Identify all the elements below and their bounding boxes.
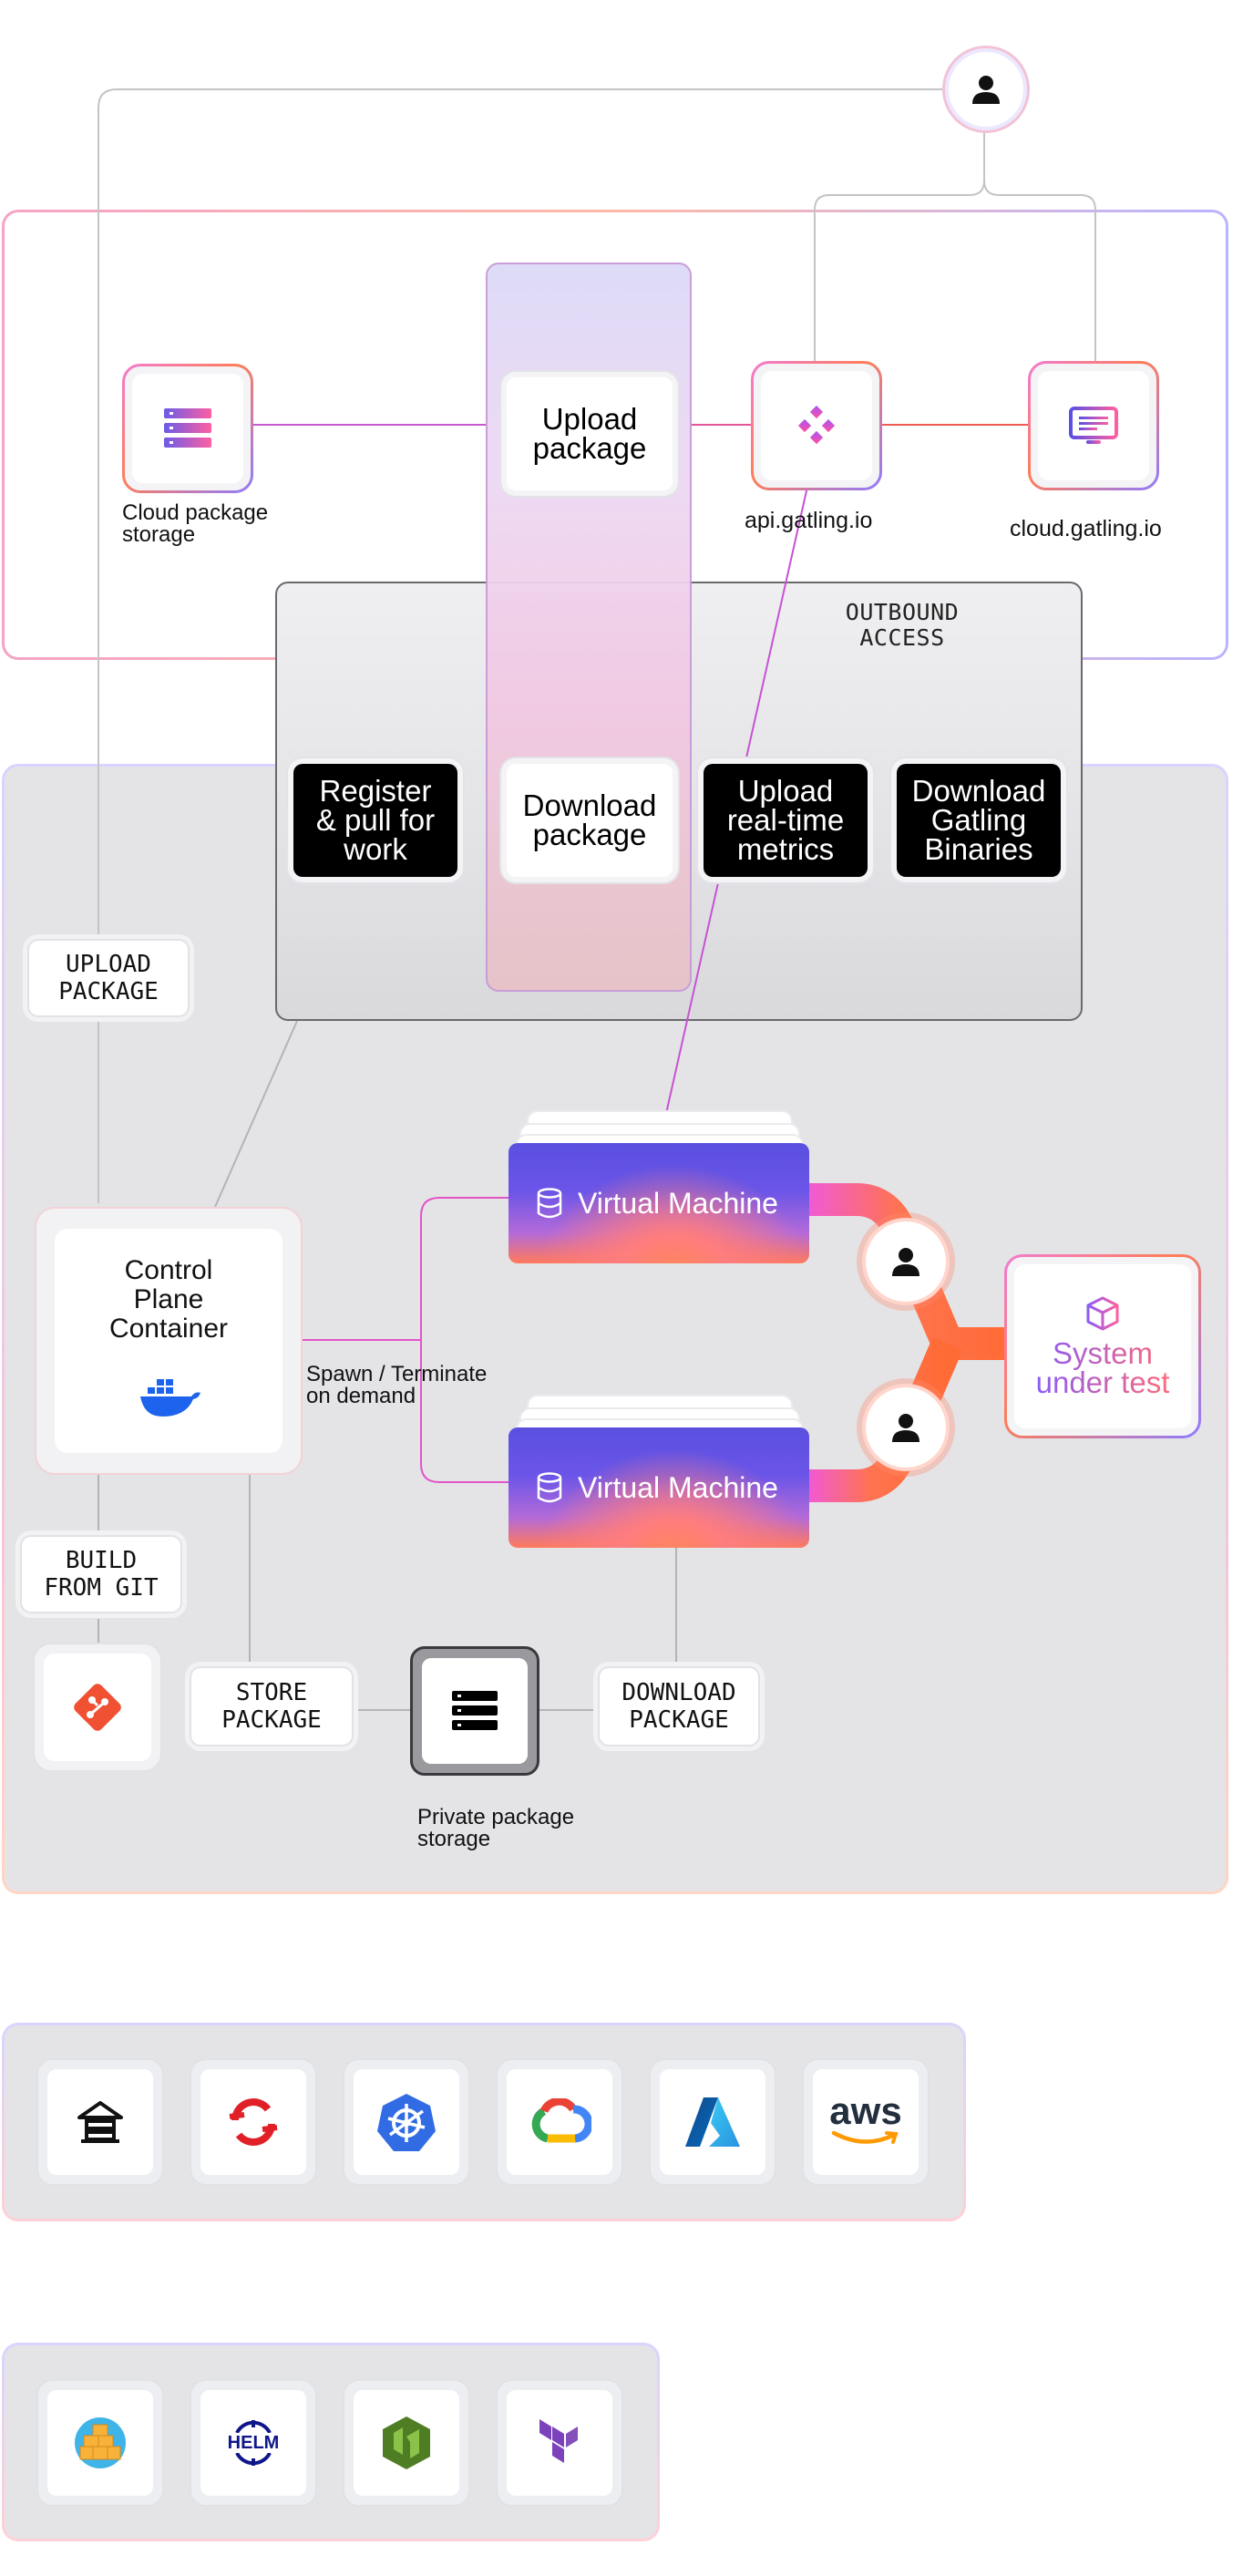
- cloud-package-storage-label: Cloud package storage: [122, 500, 269, 547]
- vm1-label: Virtual Machine: [578, 1186, 778, 1220]
- virtual-machine-1[interactable]: Virtual Machine: [508, 1143, 809, 1263]
- register-pull-box[interactable]: Register & pull for work: [293, 764, 457, 877]
- helm-tile[interactable]: HELM: [190, 2379, 317, 2507]
- top-user-avatar[interactable]: [942, 46, 1030, 133]
- user-branch-line: [814, 118, 985, 363]
- download-package-label: DOWNLOAD PACKAGE: [598, 1666, 760, 1747]
- upload-package-box[interactable]: Upload package: [507, 377, 673, 490]
- terraform-tile[interactable]: [496, 2379, 623, 2507]
- terraform-icon: [539, 2419, 578, 2463]
- nomad-icon: [383, 2416, 430, 2469]
- git-card[interactable]: [33, 1643, 162, 1772]
- database-icon: [537, 1472, 562, 1503]
- store-package-label: STORE PACKAGE: [190, 1666, 354, 1747]
- download-binaries-box[interactable]: Download Gatling Binaries: [897, 764, 1061, 877]
- kubernetes-tile[interactable]: [343, 2058, 470, 2186]
- aws-wordmark: aws: [829, 2089, 902, 2132]
- private-package-storage-card[interactable]: [410, 1646, 539, 1776]
- build-from-git-label: BUILD FROM GIT: [20, 1535, 182, 1613]
- azure-icon: [685, 2097, 740, 2147]
- openshift-tile[interactable]: [190, 2058, 317, 2186]
- cloud-gatling-card[interactable]: [1028, 361, 1159, 490]
- database-icon: [537, 1188, 562, 1219]
- user-icon: [892, 1248, 919, 1276]
- download-package-box[interactable]: Download package: [507, 764, 673, 877]
- google-cloud-icon: [531, 2098, 591, 2143]
- virtual-machine-2[interactable]: Virtual Machine: [508, 1427, 809, 1548]
- kubernetes-icon: [377, 2094, 436, 2151]
- system-under-test-card[interactable]: System under test: [1004, 1254, 1201, 1438]
- dedicated-hosts-tile[interactable]: [36, 2058, 164, 2186]
- api-gatling-card[interactable]: [751, 361, 882, 490]
- nomad-tile[interactable]: [343, 2379, 470, 2507]
- git-icon: [74, 1684, 121, 1731]
- aws-tile[interactable]: aws: [802, 2058, 930, 2186]
- upload-package-label: UPLOAD PACKAGE: [27, 939, 190, 1017]
- aws-marketplace-tile[interactable]: [36, 2379, 164, 2507]
- storage-stack-icon: [164, 408, 211, 448]
- monitor-icon: [1069, 407, 1118, 444]
- private-package-storage-label: Private package storage: [417, 1805, 575, 1851]
- api-diamond-icon: [797, 406, 836, 445]
- api-gatling-label: api.gatling.io: [745, 508, 873, 533]
- google-cloud-tile[interactable]: [496, 2058, 623, 2186]
- spawn-terminate-label: Spawn / Terminate on demand: [306, 1362, 488, 1408]
- cube-icon: [1086, 1296, 1119, 1331]
- aws-marketplace-icon: [75, 2417, 126, 2468]
- vm1-user-avatar[interactable]: [862, 1218, 950, 1305]
- upload-metrics-box[interactable]: Upload real-time metrics: [704, 764, 868, 877]
- outbound-access-label: OUTBOUND ACCESS: [845, 599, 960, 651]
- storage-stack-icon: [452, 1691, 498, 1730]
- vm2-label: Virtual Machine: [578, 1470, 778, 1504]
- helm-wordmark: HELM: [227, 2433, 280, 2453]
- user-icon: [972, 76, 1000, 104]
- dedicated-hosts-icon: [77, 2101, 123, 2143]
- user-icon: [892, 1414, 919, 1442]
- cloud-package-storage-card[interactable]: [122, 364, 253, 493]
- user-to-left-line: [98, 88, 946, 1203]
- helm-wheel-top-icon: [235, 2420, 272, 2433]
- control-plane-label: Control Plane Container: [108, 1255, 229, 1344]
- cloud-gatling-label: cloud.gatling.io: [1010, 516, 1162, 541]
- vm2-user-avatar[interactable]: [862, 1384, 950, 1471]
- system-under-test-label: System under test: [1035, 1336, 1170, 1399]
- docker-icon: [140, 1379, 200, 1417]
- openshift-icon: [229, 2098, 278, 2146]
- helm-wheel-bottom-icon: [235, 2453, 272, 2466]
- azure-tile[interactable]: [649, 2058, 776, 2186]
- aws-smile-icon: [831, 2130, 899, 2144]
- control-plane-card[interactable]: Control Plane Container: [35, 1207, 303, 1475]
